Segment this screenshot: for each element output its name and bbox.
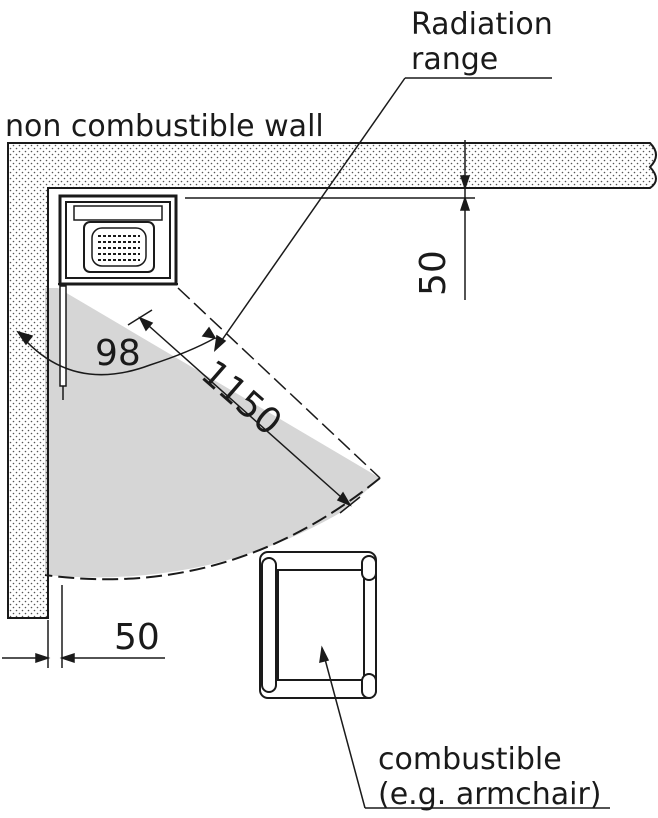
radiation-range-leader [213, 77, 552, 352]
radiation-range-boundary [44, 477, 381, 581]
combustible-label-line2: (e.g. armchair) [378, 777, 602, 812]
combustible-label-line1: combustible [378, 742, 562, 777]
radiation-label-line1: Radiation [411, 7, 553, 42]
fireplace-stove-icon [58, 194, 178, 400]
radiation-label-line2: range [411, 42, 499, 77]
side-clearance-dimension [2, 585, 165, 668]
side-clearance-value: 50 [114, 617, 160, 658]
radiation-range-area [45, 288, 380, 578]
non-combustible-wall [7, 142, 657, 619]
top-clearance-value: 50 [413, 250, 454, 296]
wall-label: non combustible wall [5, 109, 324, 144]
angle-value: 98 [95, 333, 141, 374]
radius-dimension [127, 309, 361, 514]
top-clearance-dimension [185, 140, 475, 300]
armchair-icon [259, 551, 377, 699]
combustible-leader [319, 645, 610, 809]
angle-dimension [16, 326, 217, 376]
